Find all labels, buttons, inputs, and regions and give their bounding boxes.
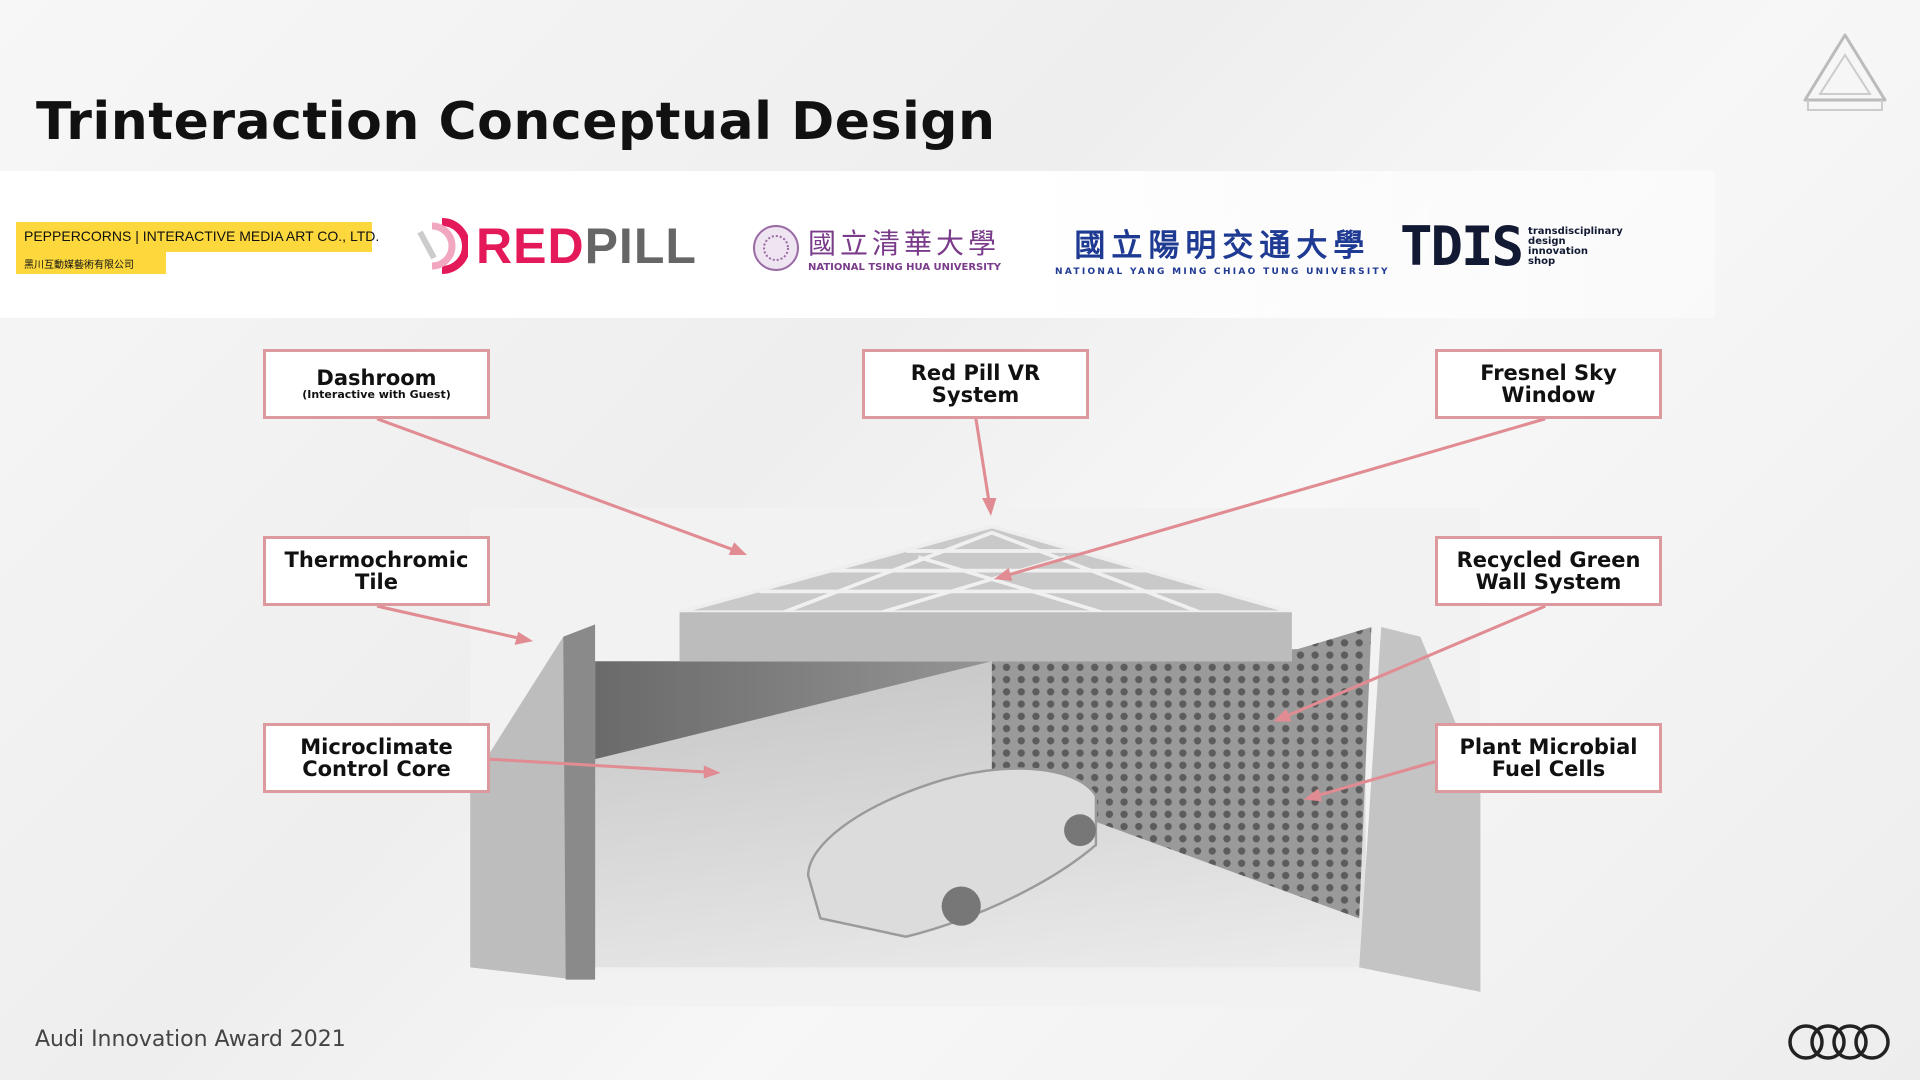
nycu-name-zh: 國立陽明交通大學 [1074, 228, 1371, 264]
redpill-logo: REDPILL [412, 216, 697, 276]
car [806, 767, 1098, 938]
label-text: Microclimate Control Core [300, 735, 453, 781]
label-text: Red Pill VR System [910, 361, 1041, 407]
label-text: Dashroom [316, 366, 437, 390]
peppercorns-logo: PEPPERCORNS | INTERACTIVE MEDIA ART CO.,… [16, 222, 379, 274]
nthu-name-en: NATIONAL TSING HUA UNIVERSITY [808, 262, 1002, 273]
tdis-word: design [1528, 236, 1566, 247]
tdis-word: shop [1528, 256, 1556, 267]
right-wall [1359, 626, 1481, 992]
label-subtext: (Interactive with Guest) [302, 388, 451, 401]
nycu-name-en: NATIONAL YANG MING CHIAO TUNG UNIVERSITY [1055, 267, 1390, 277]
nycu-logo: 國立陽明交通大學 NATIONAL YANG MING CHIAO TUNG U… [1055, 220, 1390, 277]
label-dashroom: Dashroom(Interactive with Guest) [263, 349, 490, 419]
label-redpill-vr: Red Pill VR System [862, 349, 1089, 419]
tdis-logo: TDIS transdisciplinary design innovation… [1400, 215, 1623, 278]
triangle-logo-icon [1803, 33, 1887, 111]
tdis-word: innovation [1528, 246, 1589, 257]
audi-rings-icon [1788, 1024, 1890, 1060]
label-microclimate: Microclimate Control Core [263, 723, 490, 793]
nthu-seal-icon [753, 224, 799, 271]
callout-arrows [376, 417, 1546, 802]
label-text: Plant Microbial Fuel Cells [1459, 735, 1638, 781]
redpill-red: RED [476, 218, 585, 274]
tdis-word: transdisciplinary [1528, 226, 1623, 237]
redpill-gray: PILL [584, 218, 697, 274]
page-title: Trinteraction Conceptual Design [36, 92, 996, 152]
footer-text: Audi Innovation Award 2021 [35, 1027, 346, 1052]
peppercorns-name-zh: 黑川互動媒藝術有限公司 [16, 252, 166, 274]
label-fresnel: Fresnel Sky Window [1435, 349, 1662, 419]
label-text: Fresnel Sky Window [1480, 361, 1617, 407]
green-wall [991, 626, 1372, 919]
label-text: Thermochromic Tile [284, 548, 469, 594]
label-text: Recycled Green Wall System [1456, 548, 1641, 594]
peppercorns-name: PEPPERCORNS | INTERACTIVE MEDIA ART CO.,… [16, 222, 379, 252]
nthu-name-zh: 國立清華大學 [808, 227, 1001, 260]
redpill-mark-icon [417, 218, 468, 274]
label-plant-cells: Plant Microbial Fuel Cells [1435, 723, 1662, 793]
tdis-mark: TDIS [1400, 215, 1524, 278]
nthu-logo: 國立清華大學 NATIONAL TSING HUA UNIVERSITY [752, 222, 1001, 273]
label-recycled-wall: Recycled Green Wall System [1435, 536, 1662, 606]
label-thermochromic: Thermochromic Tile [263, 536, 490, 606]
